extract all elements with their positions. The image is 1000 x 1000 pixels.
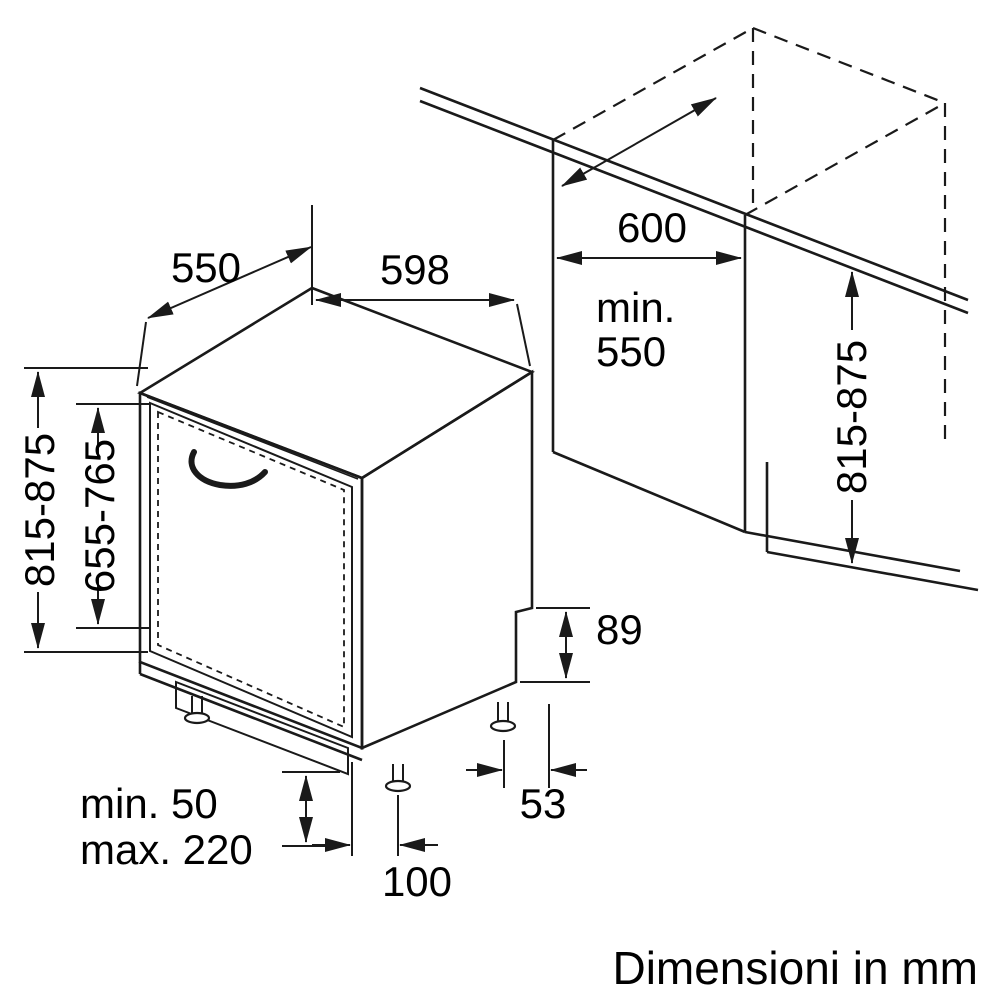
appliance-feet <box>183 696 517 793</box>
appliance-body <box>137 286 535 793</box>
door-handle <box>188 449 268 489</box>
label-plinth-min: min. 50 <box>80 780 218 827</box>
plinth-panel <box>175 680 349 776</box>
dim-niche-depth: min. 550 <box>561 97 717 375</box>
label-niche-height: 815-875 <box>828 340 875 494</box>
dim-rear-recess: 89 <box>520 606 643 683</box>
appliance-side-face <box>360 369 534 750</box>
dim-appliance-height: 815-875 <box>16 367 148 653</box>
label-appliance-height: 815-875 <box>16 433 63 587</box>
worktop-edge <box>419 86 969 315</box>
dim-plinth-adjustment: min. 50 max. 220 <box>80 771 340 873</box>
label-plinth-max: max. 220 <box>80 826 253 873</box>
label-front-foot-offset: 100 <box>382 858 452 905</box>
dim-niche-height: 815-875 <box>828 271 875 564</box>
label-appliance-depth: 550 <box>171 244 241 291</box>
label-niche-depth-min: min. <box>596 284 675 331</box>
dim-rear-foot-offset: 53 <box>466 704 587 827</box>
dim-front-foot-offset: 100 <box>312 762 452 905</box>
niche-hidden-edges <box>552 26 947 445</box>
label-appliance-width: 598 <box>380 246 450 293</box>
dim-niche-width: 600 <box>556 204 742 265</box>
label-door-panel-height: 655-765 <box>76 439 123 593</box>
label-rear-recess-height: 89 <box>596 606 643 653</box>
appliance-front-door <box>138 391 364 750</box>
label-niche-width: 600 <box>617 204 687 251</box>
dim-appliance-width: 598 <box>315 246 531 367</box>
appliance-base <box>138 662 363 776</box>
rear-foot <box>489 702 517 733</box>
dim-appliance-depth: 550 <box>136 205 313 387</box>
footer-units-note: Dimensioni in mm <box>612 942 978 994</box>
front-left-foot <box>183 696 211 725</box>
dim-door-panel-height: 655-765 <box>76 403 150 629</box>
front-right-foot <box>384 764 412 793</box>
label-rear-foot-offset: 53 <box>520 780 567 827</box>
label-niche-depth-value: 550 <box>596 328 666 375</box>
appliance-top-face <box>137 286 535 480</box>
